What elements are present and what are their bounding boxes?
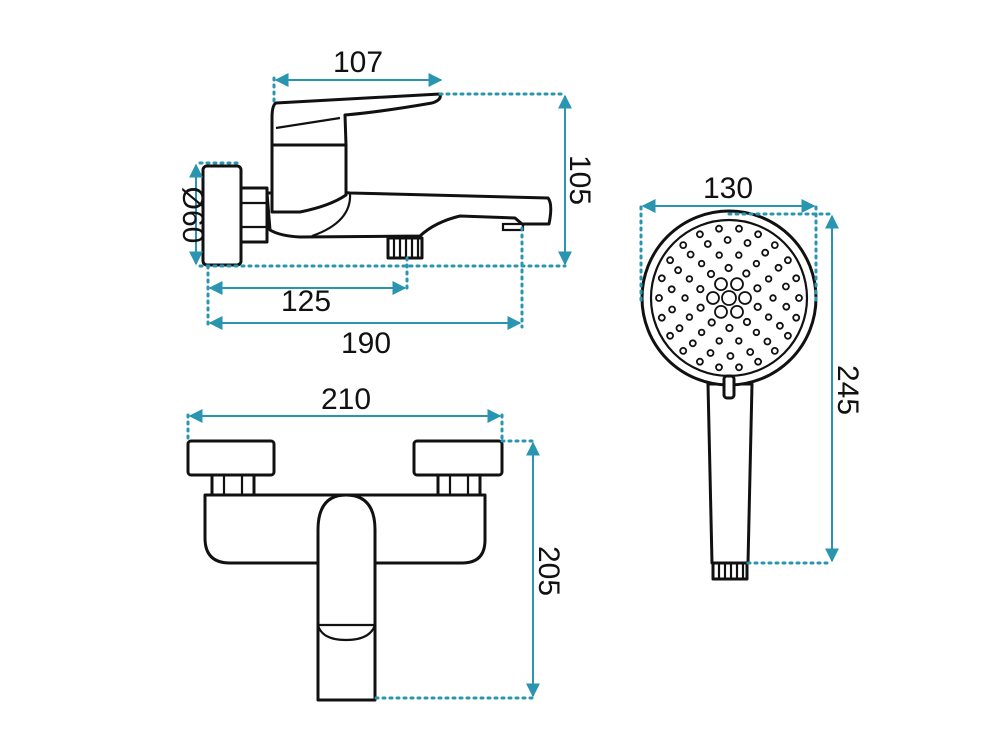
nozzle-hole bbox=[686, 250, 695, 259]
nozzle-hole bbox=[746, 348, 755, 356]
nozzle-hole bbox=[730, 304, 744, 319]
nozzle-hole bbox=[792, 313, 801, 322]
side-view-dimensions: 107 105 Ø60 125 190 bbox=[176, 46, 596, 360]
nozzle-hole bbox=[743, 239, 752, 247]
nozzle-hole bbox=[696, 230, 704, 239]
nozzle-hole bbox=[707, 318, 716, 327]
nozzle-hole bbox=[697, 259, 706, 268]
nozzle-hole bbox=[795, 294, 803, 302]
nozzle-hole bbox=[726, 352, 735, 360]
nozzle-hole bbox=[696, 357, 704, 366]
nozzle-hole bbox=[742, 269, 751, 278]
front-view bbox=[186, 439, 504, 702]
nozzle-hole bbox=[679, 241, 688, 250]
nozzle-hole bbox=[784, 331, 792, 340]
nozzle-hole bbox=[738, 291, 752, 305]
nozzle-hole bbox=[730, 277, 744, 292]
nozzle-hole bbox=[697, 328, 706, 337]
nozzle-hole bbox=[761, 248, 770, 257]
nozzle-hole bbox=[764, 313, 773, 321]
nozzle-hole bbox=[696, 284, 705, 294]
nozzle-hole bbox=[706, 269, 716, 279]
nozzle-hole bbox=[688, 339, 697, 348]
nozzle-hole bbox=[753, 284, 762, 293]
nozzle-hole bbox=[735, 337, 743, 345]
nozzle-hole bbox=[784, 256, 792, 265]
nozzle-hole bbox=[666, 331, 674, 340]
spout bbox=[265, 189, 553, 239]
nozzle-hole bbox=[715, 337, 723, 345]
nozzle-hole bbox=[764, 275, 773, 283]
nozzle-hole bbox=[706, 291, 720, 305]
nozzle-hole bbox=[770, 241, 779, 250]
lever-handle bbox=[270, 92, 442, 147]
dim-205-label: 205 bbox=[532, 546, 565, 596]
nozzle-hole bbox=[675, 324, 684, 333]
nozzle-hole bbox=[703, 240, 712, 248]
nozzle-hole bbox=[715, 363, 723, 372]
lever-front bbox=[316, 493, 377, 702]
nozzle-hole bbox=[715, 224, 723, 233]
nozzle-hole bbox=[742, 317, 752, 327]
dim-210-label: 210 bbox=[321, 383, 371, 416]
nozzle-hole bbox=[666, 256, 674, 265]
nozzle-hole bbox=[753, 302, 762, 311]
dim-107-label: 107 bbox=[333, 46, 383, 79]
nozzle-hole bbox=[792, 274, 801, 283]
nozzle-hole bbox=[696, 303, 705, 312]
front-view-dimensions: 210 205 bbox=[186, 383, 565, 700]
nozzle-hole bbox=[723, 236, 732, 244]
nozzle-hole bbox=[776, 321, 784, 330]
nozzle-hole bbox=[774, 263, 783, 272]
hand-shower-dimensions: 130 245 bbox=[639, 172, 864, 565]
nozzle-center bbox=[721, 290, 737, 306]
nozzle-hole bbox=[674, 266, 682, 275]
nozzle-hole bbox=[657, 274, 666, 283]
nozzle-hole bbox=[735, 251, 743, 259]
dim-125-label: 125 bbox=[281, 285, 331, 318]
nozzle-hole bbox=[735, 224, 743, 233]
left-connector bbox=[210, 473, 256, 497]
nozzle-hole bbox=[752, 259, 761, 268]
dim-190-label: 190 bbox=[341, 327, 391, 360]
dim-105-label: 105 bbox=[563, 155, 596, 205]
shower-handle bbox=[706, 382, 754, 565]
nozzle-hole bbox=[685, 313, 694, 321]
left-wall-cap bbox=[186, 439, 276, 477]
spray-mode-switch bbox=[722, 374, 736, 400]
nozzle-hole bbox=[782, 302, 791, 311]
right-connector bbox=[436, 473, 482, 497]
nozzle-hole bbox=[685, 275, 694, 283]
dim-diameter-60-label: Ø60 bbox=[176, 187, 209, 244]
nozzle-hole bbox=[735, 363, 743, 372]
nozzle-hole bbox=[725, 323, 734, 333]
mixer-cylinder bbox=[270, 143, 348, 214]
nozzle-hole bbox=[724, 263, 733, 273]
dim-245-label: 245 bbox=[831, 365, 864, 415]
nozzle-hole bbox=[763, 337, 772, 346]
nozzle-hole bbox=[754, 230, 762, 239]
nozzle-hole bbox=[657, 313, 666, 322]
nozzle-hole bbox=[714, 277, 728, 292]
shower-nozzles bbox=[655, 224, 803, 372]
nozzle-hole bbox=[714, 304, 728, 319]
nozzle-hole bbox=[770, 346, 779, 355]
nozzle-hole bbox=[667, 285, 676, 294]
nozzle-hole bbox=[668, 305, 676, 314]
nozzle-hole bbox=[655, 294, 663, 302]
hand-shower bbox=[640, 209, 818, 581]
nozzle-hole bbox=[715, 251, 723, 259]
side-view bbox=[201, 92, 553, 267]
nozzle-hole bbox=[754, 357, 762, 366]
nozzle-hole bbox=[706, 349, 715, 357]
nozzle-hole bbox=[679, 346, 688, 355]
connector-nut bbox=[239, 186, 269, 244]
nozzle-hole bbox=[752, 328, 761, 337]
nozzle-hole bbox=[769, 294, 777, 302]
right-wall-cap bbox=[412, 439, 504, 477]
nozzle-hole bbox=[681, 294, 689, 302]
nozzle-hole bbox=[782, 282, 790, 291]
dim-130-label: 130 bbox=[703, 172, 753, 205]
